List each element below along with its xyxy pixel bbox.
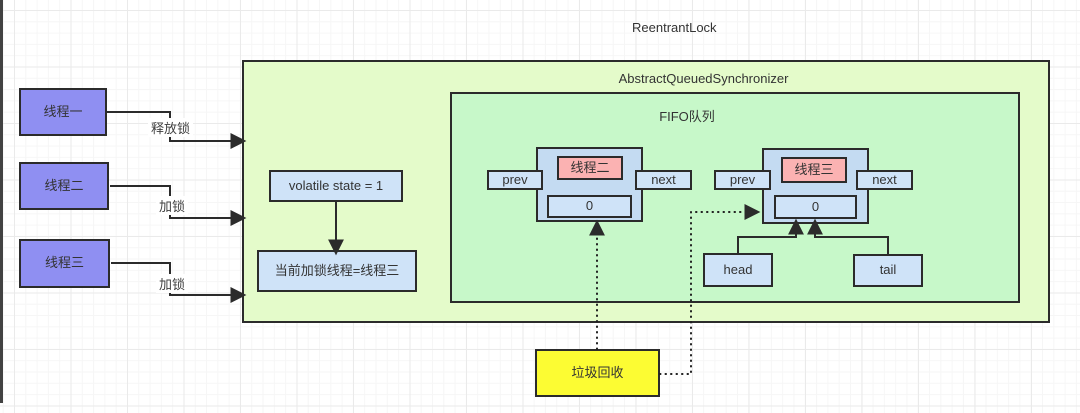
- thread-3-box[interactable]: 线程三: [19, 239, 110, 288]
- queue-node-2-next-box[interactable]: next: [856, 170, 913, 190]
- queue-node-2-waitstatus-box[interactable]: 0: [774, 195, 857, 219]
- edge-label-lock-1: 加锁: [156, 196, 189, 215]
- queue-node-1-next-label: next: [651, 171, 676, 187]
- thread-1-label: 线程一: [43, 103, 83, 119]
- queue-node-1-prev-box[interactable]: prev: [487, 170, 543, 190]
- fifo-queue-label: FIFO队列: [659, 109, 715, 124]
- queue-node-2-prev-label: prev: [729, 171, 756, 187]
- queue-node-1-thread-tag[interactable]: 线程二: [557, 156, 623, 180]
- queue-node-1-waitstatus-box[interactable]: 0: [547, 195, 632, 218]
- edge-label-lock-2: 加锁: [156, 274, 189, 293]
- tail-pointer-box[interactable]: tail: [853, 254, 923, 287]
- queue-node-2-next-label: next: [872, 171, 897, 187]
- thread-1-box[interactable]: 线程一: [19, 88, 107, 136]
- head-pointer-box[interactable]: head: [703, 253, 773, 287]
- current-lock-owner-box[interactable]: 当前加锁线程=线程三: [257, 250, 417, 292]
- thread-2-label: 线程二: [44, 177, 84, 193]
- thread-3-label: 线程三: [44, 255, 84, 271]
- queue-node-2-thread-tag[interactable]: 线程三: [781, 157, 847, 183]
- queue-node-1-prev-label: prev: [502, 171, 528, 187]
- thread-2-box[interactable]: 线程二: [19, 162, 109, 210]
- tail-pointer-label: tail: [879, 262, 897, 278]
- queue-node-2-waitstatus: 0: [811, 198, 820, 214]
- queue-node-2-prev-box[interactable]: prev: [714, 170, 771, 190]
- current-lock-owner-label: 当前加锁线程=线程三: [274, 262, 400, 278]
- volatile-state-label: volatile state = 1: [288, 177, 384, 193]
- queue-node-1-thread-label: 线程二: [570, 159, 610, 175]
- head-pointer-label: head: [723, 261, 753, 277]
- canvas-left-edge: [0, 0, 3, 403]
- queue-node-1-next-box[interactable]: next: [635, 170, 692, 190]
- queue-node-1-waitstatus: 0: [585, 198, 594, 214]
- edge-label-release-lock: 释放锁: [148, 118, 194, 137]
- diagram-title: ReentrantLock: [632, 20, 717, 35]
- garbage-collection-label: 垃圾回收: [571, 364, 624, 380]
- garbage-collection-box[interactable]: 垃圾回收: [535, 349, 660, 397]
- queue-node-2-thread-label: 线程三: [794, 161, 834, 177]
- aqs-label: AbstractQueuedSynchronizer: [618, 71, 789, 86]
- volatile-state-box[interactable]: volatile state = 1: [269, 170, 403, 202]
